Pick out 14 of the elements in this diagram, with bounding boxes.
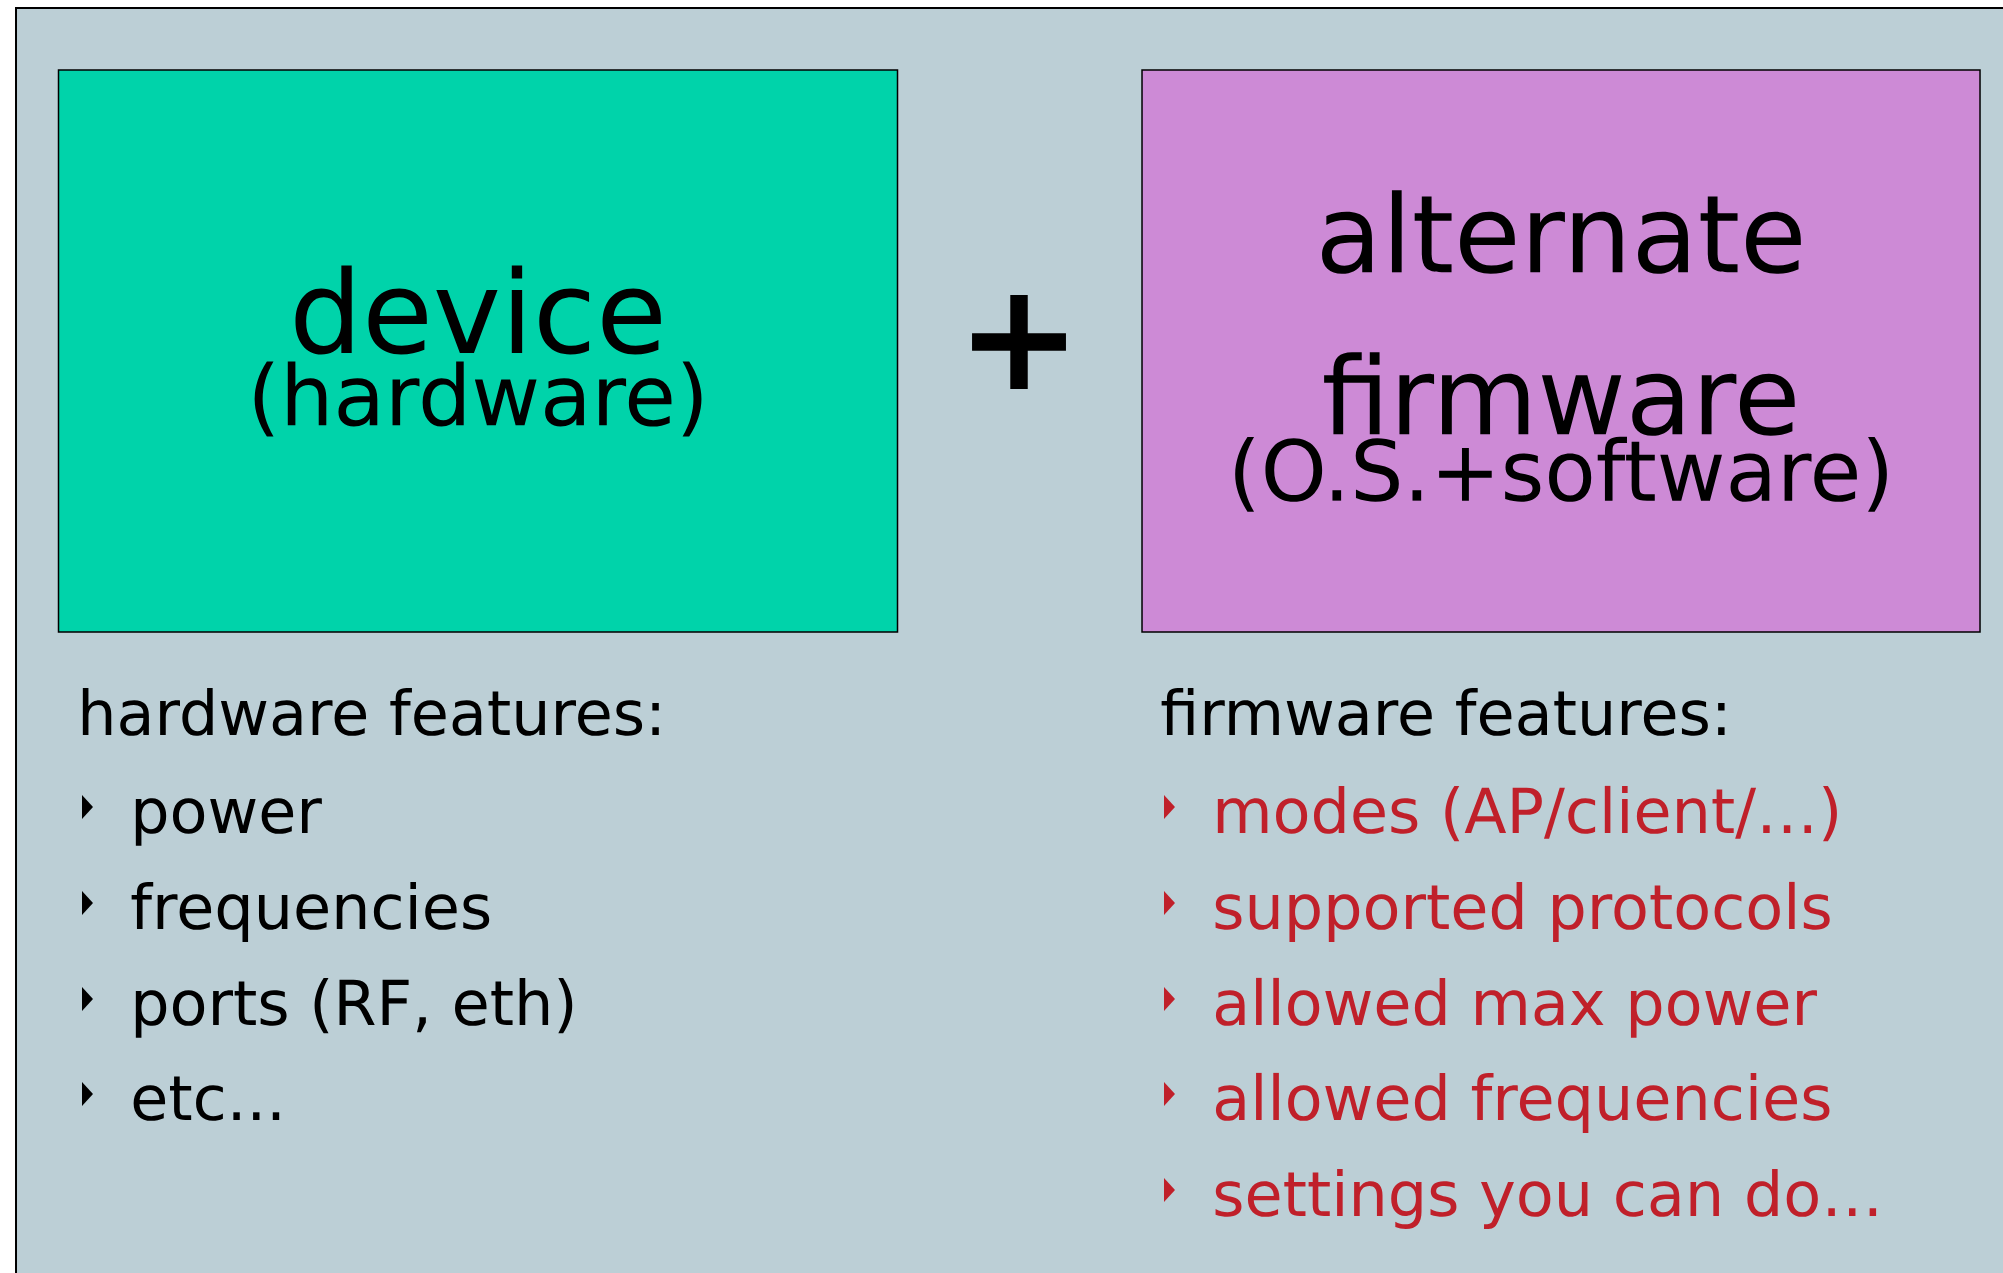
plus-sign: +: [972, 294, 1066, 389]
list-item: hardware features:: [82, 687, 659, 736]
list-item: ports (RF, eth): [135, 977, 573, 1038]
list-item: allowed max power: [1215, 977, 1817, 1038]
text-box: device (hardware): [57, 69, 899, 633]
list-item: settings you can do…: [1215, 1168, 1877, 1229]
list-item: etc...: [133, 1076, 280, 1121]
list-item: allowed frequencies: [1215, 1072, 1830, 1133]
list-item: frequencies: [131, 881, 490, 942]
list-item: supported protocols: [1215, 881, 1830, 942]
list-item: modes (AP/client/…): [1217, 785, 1837, 842]
text-box: alternate firmware (O.S.+software): [1141, 69, 1981, 633]
list-item: firmware features:: [1161, 687, 1725, 736]
list-item: power: [135, 798, 322, 846]
